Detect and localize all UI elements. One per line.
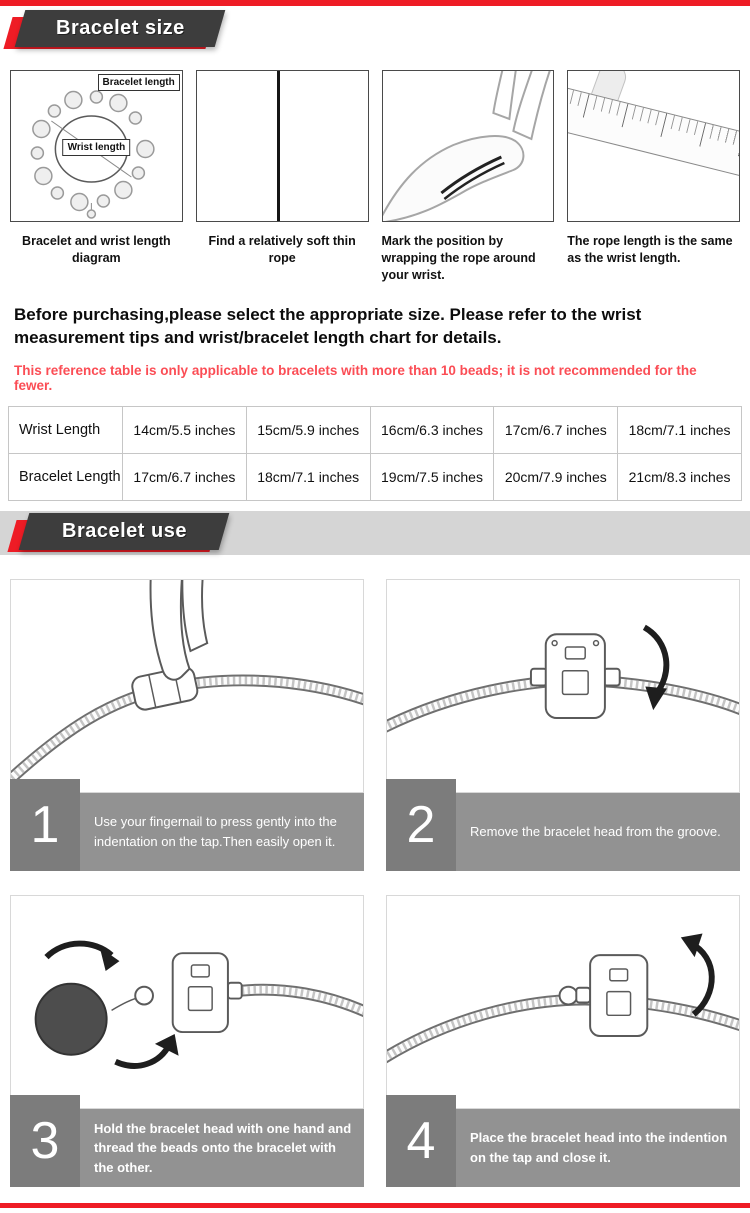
row-header: Wrist Length: [8, 405, 123, 454]
measure-step-2: Find a relatively soft thin rope: [195, 70, 369, 284]
step-number: 4: [386, 1094, 456, 1187]
ruler-image: [567, 70, 740, 222]
use-step-1: 1 Use your fingernail to press gently in…: [10, 578, 364, 871]
rope-image: [195, 70, 369, 222]
use-caption-bar: 1 Use your fingernail to press gently in…: [10, 778, 364, 871]
row-header: Bracelet Length: [8, 452, 123, 501]
measure-step-1: Bracelet length Wrist length Bracelet an…: [10, 70, 183, 284]
measure-step-4: The rope length is the same as the wrist…: [567, 70, 740, 284]
bracelet-illustration: [30, 90, 155, 219]
step-number: 3: [10, 1095, 80, 1187]
bracelet-size-header: Bracelet size: [0, 8, 260, 52]
bracelet-length-label: Bracelet length: [97, 74, 180, 91]
open-clasp-illustration: [11, 579, 363, 787]
measure-steps-row: Bracelet length Wrist length Bracelet an…: [0, 52, 750, 288]
use-caption-bar: 3 Hold the bracelet head with one hand a…: [10, 1095, 364, 1187]
step-number: 2: [386, 778, 456, 871]
table-cell: 19cm/7.5 inches: [369, 452, 495, 501]
use-step-4: 4 Place the bracelet head into the inden…: [386, 894, 740, 1188]
table-cell: 15cm/5.9 inches: [245, 405, 371, 454]
table-cell: 17cm/6.7 inches: [493, 405, 619, 454]
bottom-accent-line: [0, 1203, 750, 1208]
table-cell: 20cm/7.9 inches: [493, 452, 619, 501]
rope-line: [277, 71, 280, 221]
step-caption: Mark the position by wrapping the rope a…: [381, 234, 536, 282]
table-cell: 18cm/7.1 inches: [617, 405, 742, 454]
open-clasp-image: [10, 578, 364, 793]
close-clasp-image: [386, 894, 740, 1109]
use-step-3: 3 Hold the bracelet head with one hand a…: [10, 894, 364, 1187]
use-steps-grid: 1 Use your fingernail to press gently in…: [0, 555, 750, 1188]
step-caption: Find a relatively soft thin rope: [208, 234, 356, 265]
top-accent-line: [0, 0, 750, 6]
use-caption-bar: 2 Remove the bracelet head from the groo…: [386, 778, 740, 871]
step-instruction: Place the bracelet head into the indenti…: [470, 1130, 728, 1165]
bracelet-diagram-image: Bracelet length Wrist length: [10, 70, 183, 222]
table-cell: 18cm/7.1 inches: [245, 452, 371, 501]
table-row-wrist: Wrist Length 14cm/5.5 inches 15cm/5.9 in…: [8, 405, 742, 454]
reference-note: This reference table is only applicable …: [14, 362, 697, 393]
step-instruction: Hold the bracelet head with one hand and…: [94, 1120, 352, 1175]
section-title: Bracelet use: [61, 519, 187, 542]
ruler-shape: [568, 83, 740, 187]
use-caption-bar: 4 Place the bracelet head into the inden…: [386, 1094, 740, 1187]
bracelet-use-header: Bracelet use: [4, 511, 264, 555]
table-row-bracelet: Bracelet Length 17cm/6.7 inches 18cm/7.1…: [8, 452, 742, 501]
ribbon-dark-shape: Bracelet size: [14, 10, 226, 47]
wrist-length-label: Wrist length: [62, 139, 131, 156]
step-instruction: Use your fingernail to press gently into…: [94, 814, 337, 849]
table-cell: 21cm/8.3 inches: [617, 452, 742, 501]
bracelet-use-band: Bracelet use: [0, 510, 750, 555]
thread-beads-illustration: [34, 940, 363, 1069]
step-number: 1: [10, 778, 80, 871]
use-step-2: 2 Remove the bracelet head from the groo…: [386, 578, 740, 871]
table-cell: 16cm/6.3 inches: [369, 405, 495, 454]
wrist-wrap-illustration: [382, 71, 551, 221]
wrist-wrap-image: [381, 70, 555, 222]
step-caption: The rope length is the same as the wrist…: [567, 234, 733, 265]
close-clasp-illustration: [387, 932, 739, 1063]
remove-head-illustration: [387, 624, 739, 733]
section-title: Bracelet size: [55, 17, 185, 39]
thread-beads-image: [10, 894, 364, 1109]
intro-text: Before purchasing,please select the appr…: [14, 304, 642, 347]
table-cell: 14cm/5.5 inches: [122, 405, 247, 454]
ribbon-dark-shape: Bracelet use: [18, 512, 230, 550]
measure-step-3: Mark the position by wrapping the rope a…: [381, 70, 555, 284]
table-cell: 17cm/6.7 inches: [122, 452, 247, 501]
step-caption: Bracelet and wrist length diagram: [22, 234, 171, 265]
step-instruction: Remove the bracelet head from the groove…: [470, 823, 721, 839]
remove-head-image: [386, 578, 740, 793]
size-table: Wrist Length 14cm/5.5 inches 15cm/5.9 in…: [8, 405, 742, 501]
